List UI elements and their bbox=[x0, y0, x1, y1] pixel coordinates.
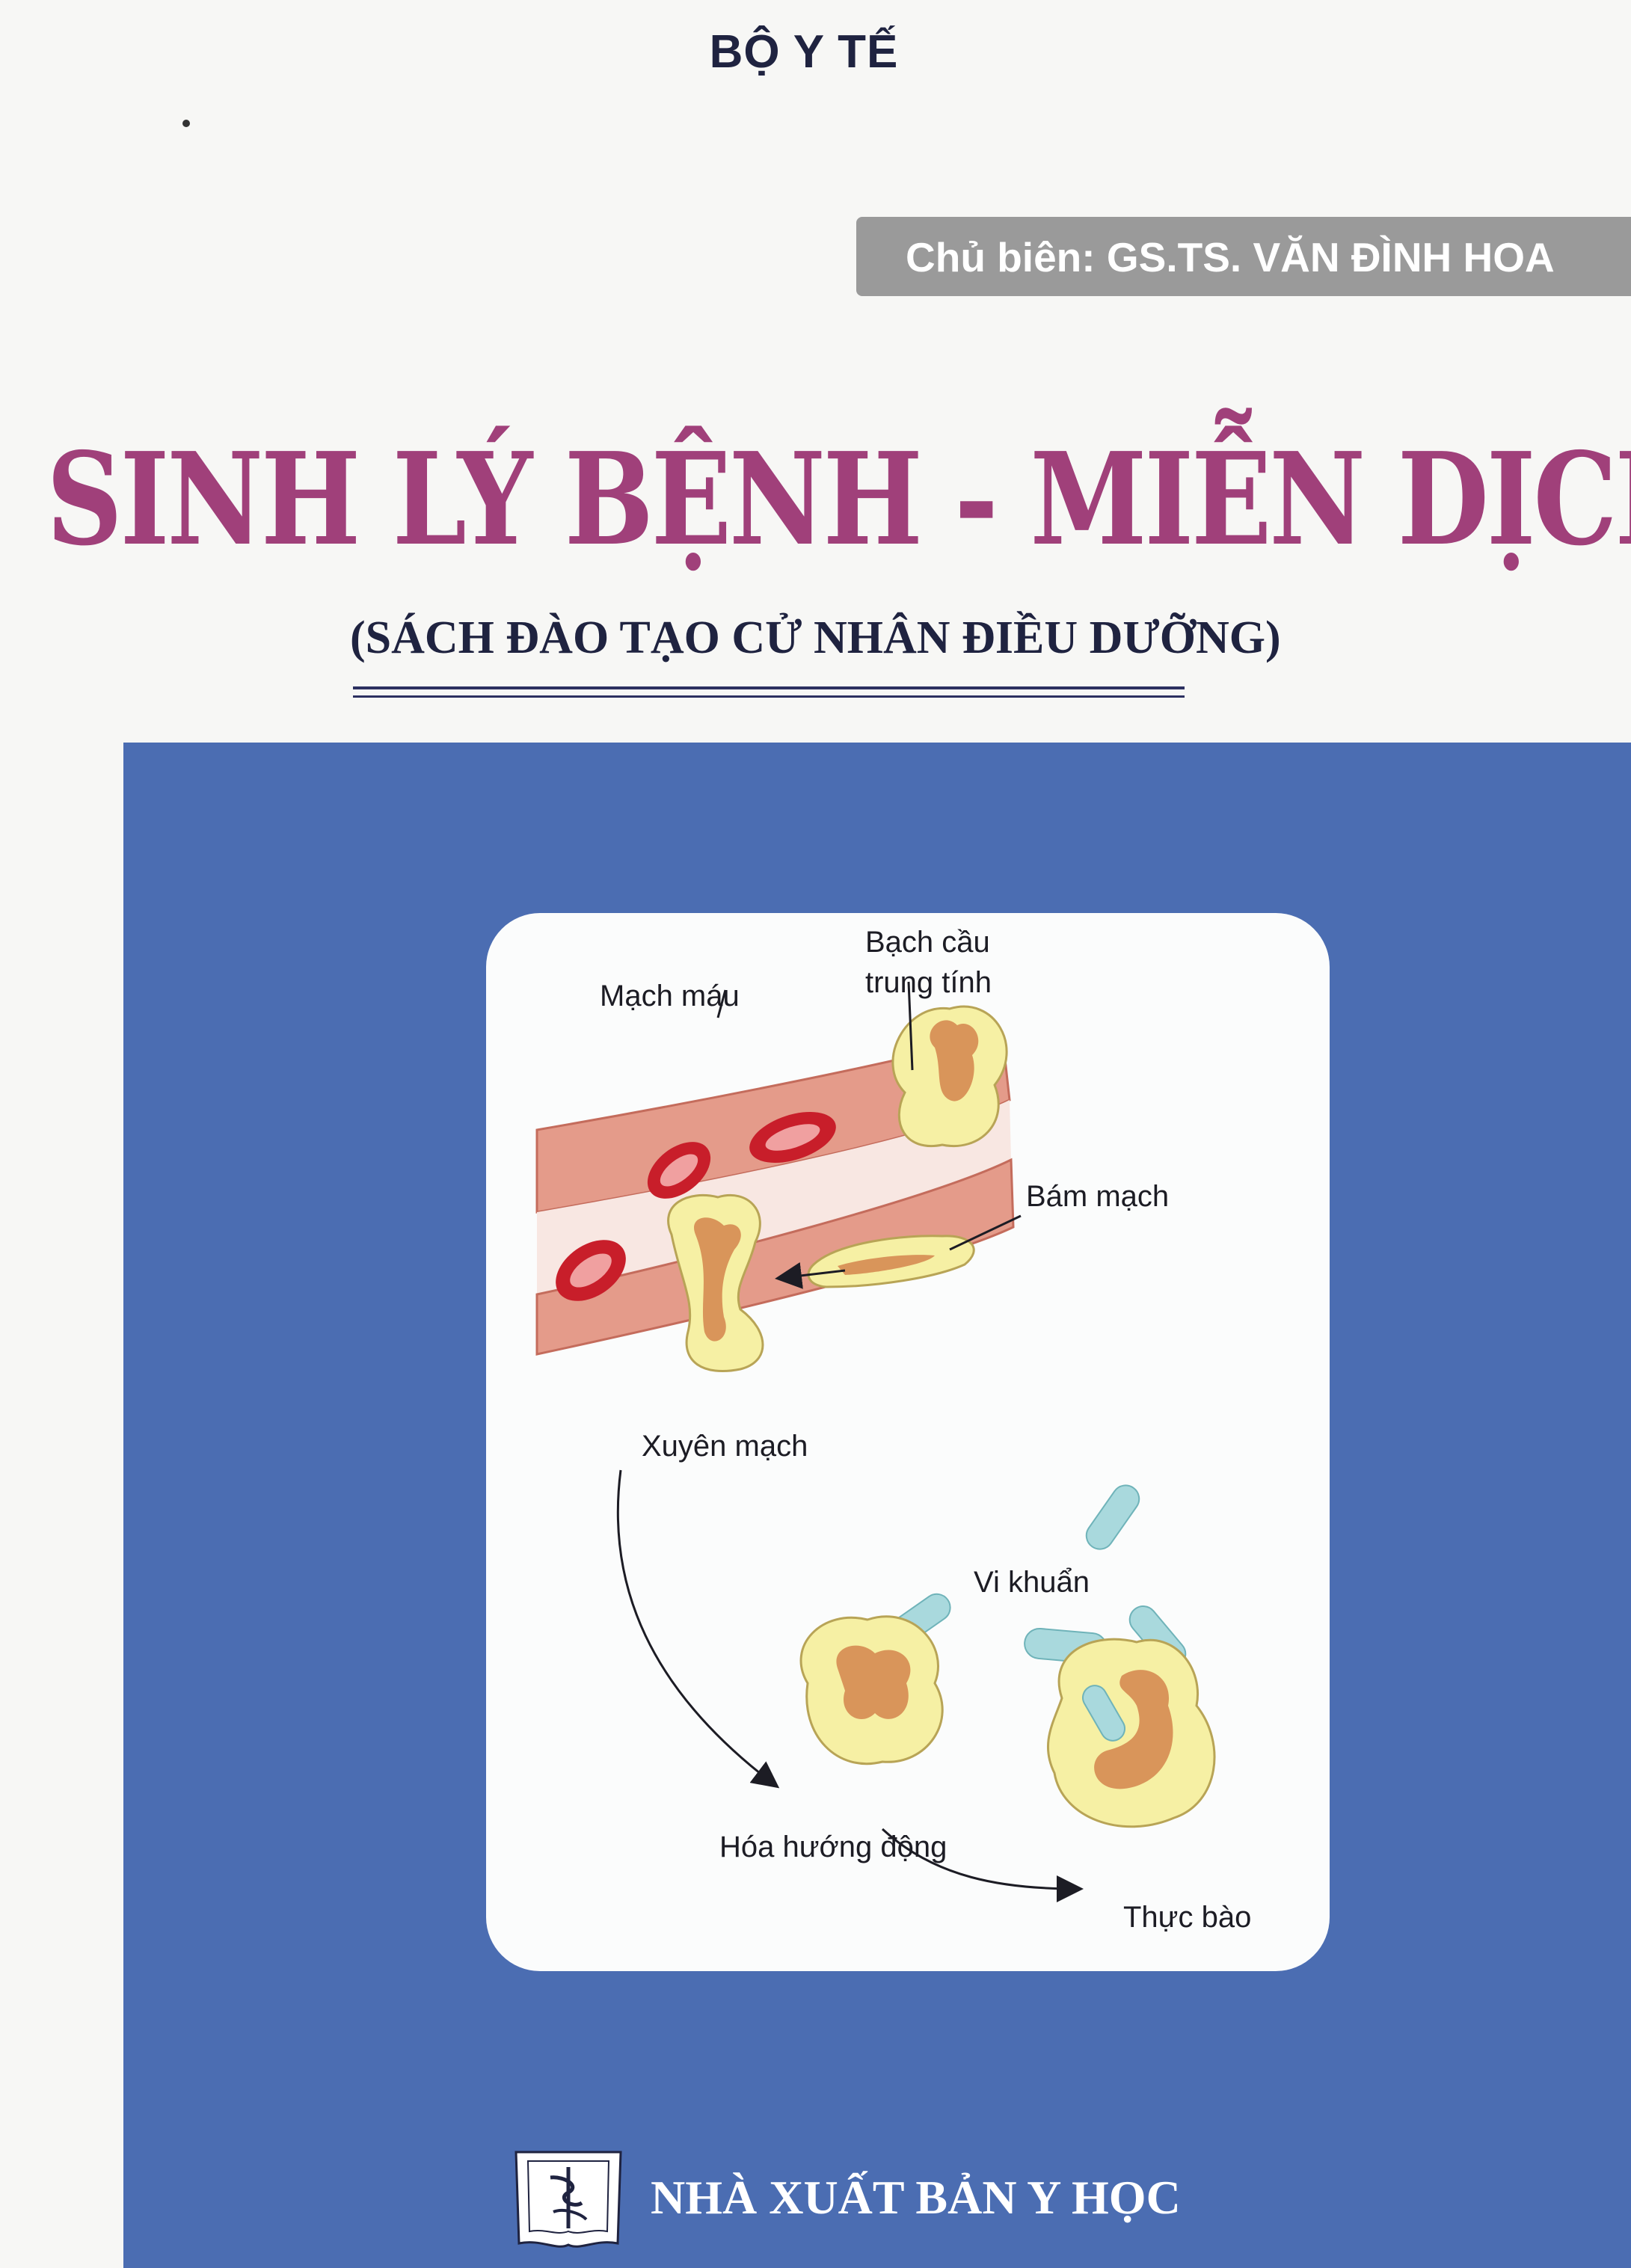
phagocytosis-arrow bbox=[881, 1828, 1084, 1902]
adhesion-leader-line bbox=[949, 1214, 1022, 1251]
publisher-logo-icon bbox=[515, 2151, 622, 2248]
label-neutrophil-line2: trung tính bbox=[865, 966, 992, 999]
label-adhesion: Bám mạch bbox=[1026, 1180, 1169, 1213]
label-diapedesis: Xuyên mạch bbox=[642, 1430, 808, 1463]
book-title: SINH LÝ BỆNH - MIỄN DỊCH bbox=[46, 425, 1631, 574]
subtitle-underline-2 bbox=[353, 695, 1185, 698]
chemotactic-neutrophil bbox=[799, 1615, 944, 1765]
publisher-name: NHÀ XUẤT BẢN Y HỌC bbox=[651, 2171, 1181, 2224]
label-bacteria: Vi khuẩn bbox=[974, 1566, 1090, 1599]
subtitle-underline bbox=[353, 686, 1185, 689]
editor-text: Chủ biên: GS.TS. VĂN ĐÌNH HOA bbox=[906, 234, 1555, 280]
ministry-name: BỘ Y TẾ bbox=[709, 26, 899, 78]
transmigrating-neutrophil bbox=[667, 1193, 764, 1373]
adhering-neutrophil bbox=[807, 1235, 975, 1288]
label-phagocytosis: Thực bào bbox=[1123, 1901, 1251, 1934]
phagocytosing-neutrophil bbox=[1047, 1638, 1216, 1828]
migration-arrow bbox=[775, 1261, 846, 1289]
neutrophil-leader-line bbox=[907, 981, 914, 1071]
editor-bar: Chủ biên: GS.TS. VĂN ĐÌNH HOA bbox=[856, 217, 1631, 296]
label-blood-vessel: Mạch máu bbox=[600, 980, 740, 1012]
label-neutrophil-line1: Bạch cầu bbox=[865, 926, 990, 959]
illustration-card: Mạch máu Bạch cầu trung tính Bám mạch Xu… bbox=[486, 913, 1330, 1971]
red-blood-cells bbox=[556, 1111, 836, 1301]
label-chemotaxis: Hóa hướng động bbox=[719, 1831, 947, 1863]
vessel-leader-line bbox=[716, 989, 727, 1018]
ink-speck bbox=[182, 120, 190, 127]
neutrophil-in-lumen bbox=[891, 1005, 1008, 1147]
chemotaxis-arrow bbox=[616, 1469, 780, 1789]
book-subtitle: (SÁCH ĐÀO TẠO CỬ NHÂN ĐIỀU DƯỠNG) bbox=[350, 612, 1281, 663]
neutrophil-diagram: Mạch máu Bạch cầu trung tính Bám mạch Xu… bbox=[535, 926, 1251, 1934]
